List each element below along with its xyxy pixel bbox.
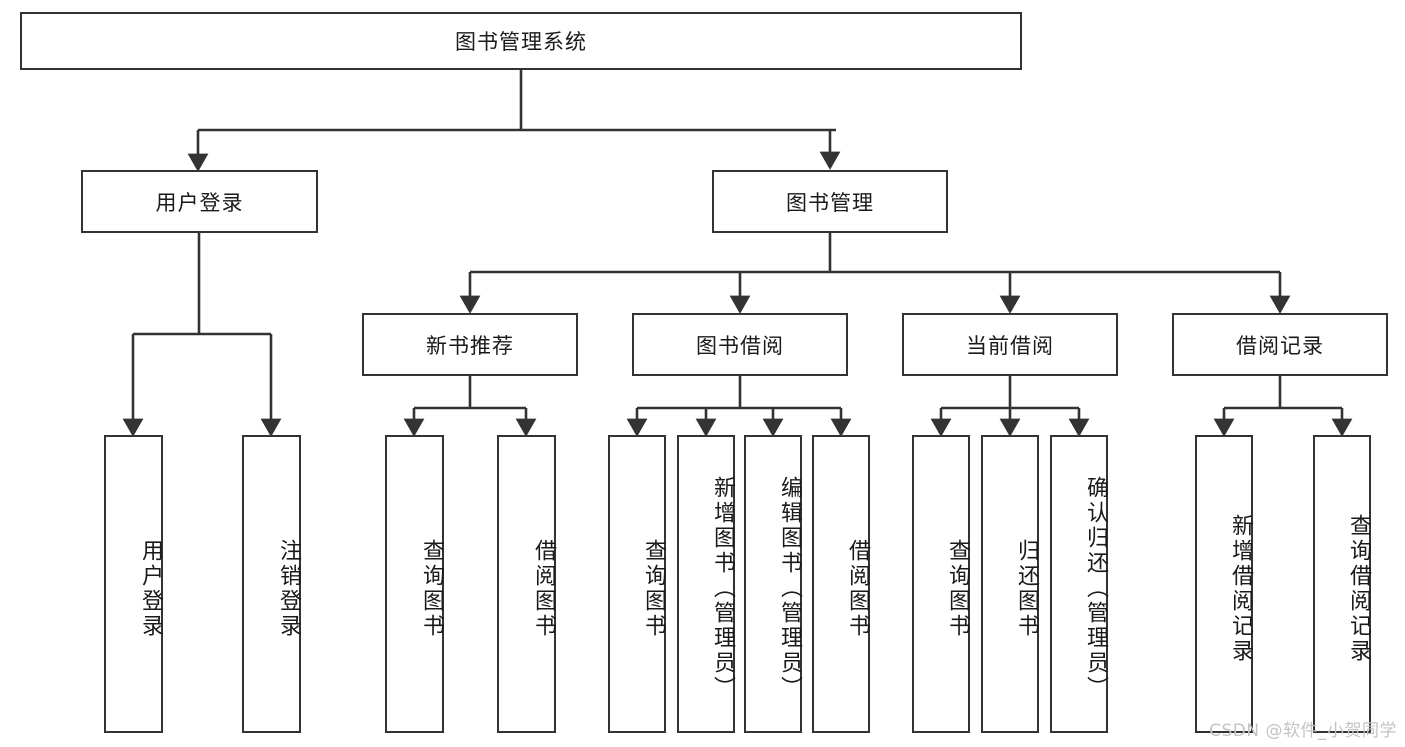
node-label: 用户登录 — [138, 538, 163, 639]
node-label: 新增图书（管理员） — [710, 476, 735, 701]
leaf-query-book-current[interactable]: 查询图书 — [912, 435, 970, 733]
node-label: 确认归还（管理员） — [1083, 476, 1108, 701]
node-label: 借阅记录 — [1236, 333, 1324, 358]
leaf-query-book-recommend[interactable]: 查询图书 — [385, 435, 444, 733]
node-label: 注销登录 — [276, 538, 301, 639]
leaf-edit-book-admin[interactable]: 编辑图书（管理员） — [744, 435, 802, 733]
watermark-text: CSDN @软件_小贺同学 — [1209, 721, 1397, 741]
node-label: 归还图书 — [1014, 538, 1039, 639]
node-label: 借阅图书 — [845, 538, 870, 639]
node-label: 新书推荐 — [426, 333, 514, 358]
node-root-book-management-system[interactable]: 图书管理系统 — [20, 12, 1022, 70]
node-user-login[interactable]: 用户登录 — [81, 170, 318, 233]
leaf-borrow-book-recommend[interactable]: 借阅图书 — [497, 435, 556, 733]
leaf-logout-login[interactable]: 注销登录 — [242, 435, 301, 733]
node-label: 图书管理系统 — [455, 30, 587, 54]
leaf-add-borrow-record[interactable]: 新增借阅记录 — [1195, 435, 1253, 733]
leaf-return-book[interactable]: 归还图书 — [981, 435, 1039, 733]
node-label: 借阅图书 — [531, 538, 556, 639]
leaf-confirm-return-admin[interactable]: 确认归还（管理员） — [1050, 435, 1108, 733]
node-label: 查询图书 — [419, 538, 444, 639]
node-current-borrow[interactable]: 当前借阅 — [902, 313, 1118, 376]
node-label: 图书管理 — [786, 190, 874, 215]
node-label: 编辑图书（管理员） — [777, 476, 802, 701]
node-label: 新增借阅记录 — [1228, 513, 1253, 664]
leaf-query-borrow-record[interactable]: 查询借阅记录 — [1313, 435, 1371, 733]
node-book-borrow[interactable]: 图书借阅 — [632, 313, 848, 376]
node-label: 查询图书 — [945, 538, 970, 639]
node-label: 查询借阅记录 — [1346, 513, 1371, 664]
node-label: 用户登录 — [155, 190, 244, 215]
leaf-query-book-borrow[interactable]: 查询图书 — [608, 435, 666, 733]
node-borrow-record[interactable]: 借阅记录 — [1172, 313, 1388, 376]
node-label: 图书借阅 — [696, 333, 784, 358]
node-book-management[interactable]: 图书管理 — [712, 170, 948, 233]
node-label: 当前借阅 — [966, 333, 1054, 358]
leaf-user-login[interactable]: 用户登录 — [104, 435, 163, 733]
leaf-add-book-admin[interactable]: 新增图书（管理员） — [677, 435, 735, 733]
node-new-book-recommend[interactable]: 新书推荐 — [362, 313, 578, 376]
node-label: 查询图书 — [641, 538, 666, 639]
leaf-borrow-book[interactable]: 借阅图书 — [812, 435, 870, 733]
